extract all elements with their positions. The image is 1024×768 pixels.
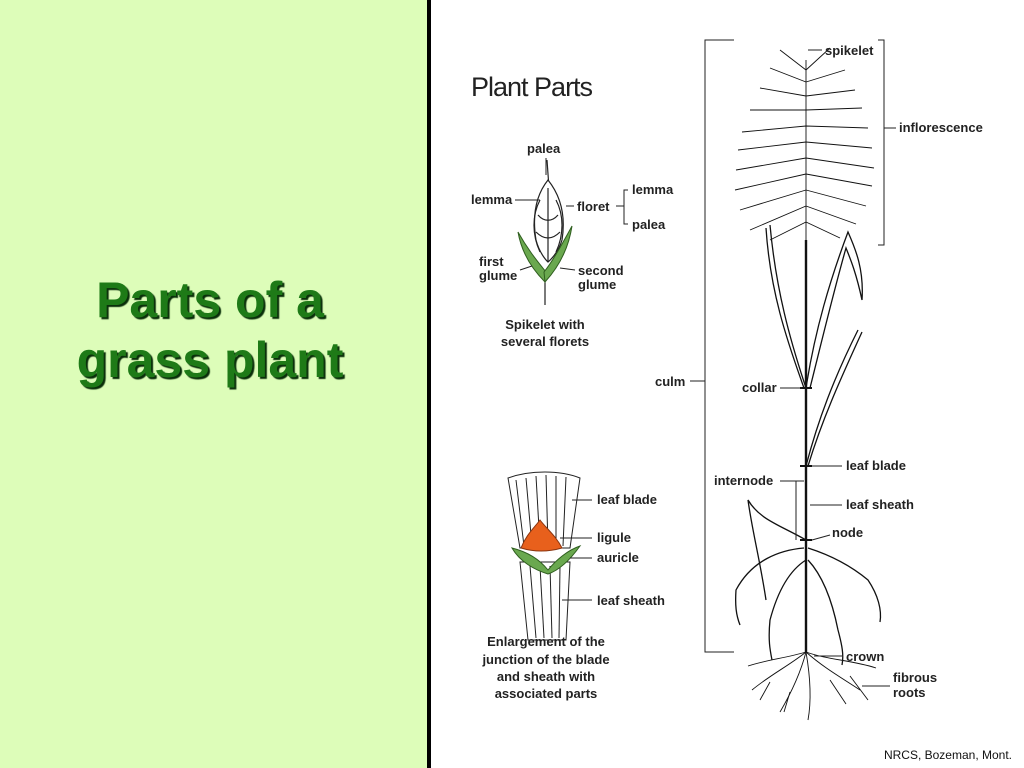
- junction-label-leaf-sheath: leaf sheath: [597, 593, 665, 608]
- plant-label-spikelet: spikelet: [825, 43, 874, 58]
- spikelet-label-palea-right: palea: [632, 217, 666, 232]
- junction-caption-line-1: Enlargement of the: [487, 634, 605, 649]
- plant-label-roots: roots: [893, 685, 926, 700]
- spikelet-label-glume-2: glume: [578, 277, 616, 292]
- inflorescence-branches: [734, 47, 875, 241]
- spikelet-label-lemma-left: lemma: [471, 192, 513, 207]
- first-glume-shape: [517, 231, 547, 284]
- slide-title-line-1: Parts of a: [96, 272, 324, 328]
- spikelet-label-first: first: [479, 254, 504, 269]
- plant-label-crown: crown: [846, 649, 884, 664]
- left-panel: Parts of a grass plant: [0, 0, 427, 768]
- plant-label-fibrous: fibrous: [893, 670, 937, 685]
- spikelet-label-palea: palea: [527, 141, 561, 156]
- plant-label-leaf-sheath: leaf sheath: [846, 497, 914, 512]
- plant-label-collar: collar: [742, 380, 777, 395]
- second-glume-shape: [543, 225, 573, 284]
- plant-illustration: [734, 47, 882, 721]
- ligule-shape: [520, 519, 563, 552]
- junction-caption-line-3: and sheath with: [497, 669, 595, 684]
- plant-label-inflorescence: inflorescence: [899, 120, 983, 135]
- junction-label-leaf-blade: leaf blade: [597, 492, 657, 507]
- divider-line: [427, 0, 431, 768]
- roots: [747, 651, 877, 721]
- junction-leaders: [560, 499, 592, 601]
- image-credit: NRCS, Bozeman, Mont.: [883, 748, 1012, 762]
- spikelet-label-lemma-right: lemma: [632, 182, 674, 197]
- plant-label-node: node: [832, 525, 863, 540]
- junction-label-ligule: ligule: [597, 530, 631, 545]
- plant-label-culm: culm: [655, 374, 685, 389]
- spikelet-label-glume-1: glume: [479, 268, 517, 283]
- spikelet-illustration: [533, 159, 564, 305]
- junction-label-auricle: auricle: [597, 550, 639, 565]
- spikelet-label-floret: floret: [577, 199, 610, 214]
- junction-caption-line-4: associated parts: [495, 686, 598, 701]
- auricle-shape: [510, 545, 582, 575]
- plant-label-internode: internode: [714, 473, 773, 488]
- diagram-heading: Plant Parts: [471, 72, 593, 102]
- plant-label-leaf-blade: leaf blade: [846, 458, 906, 473]
- junction-caption-line-2: junction of the blade: [481, 652, 609, 667]
- spikelet-label-second: second: [578, 263, 624, 278]
- spikelet-caption-line-1: Spikelet with: [505, 317, 585, 332]
- spikelet-caption-line-2: several florets: [501, 334, 589, 349]
- spikelet-leaders: [515, 158, 628, 271]
- plant-parts-diagram: Plant Parts palea lemma floret lemma pal…: [471, 39, 983, 721]
- plant-leaders: [690, 39, 896, 687]
- junction-illustration: [507, 471, 581, 641]
- slide-title-line-2: grass plant: [76, 332, 344, 388]
- slide-title: Parts of a grass plant: [20, 270, 400, 390]
